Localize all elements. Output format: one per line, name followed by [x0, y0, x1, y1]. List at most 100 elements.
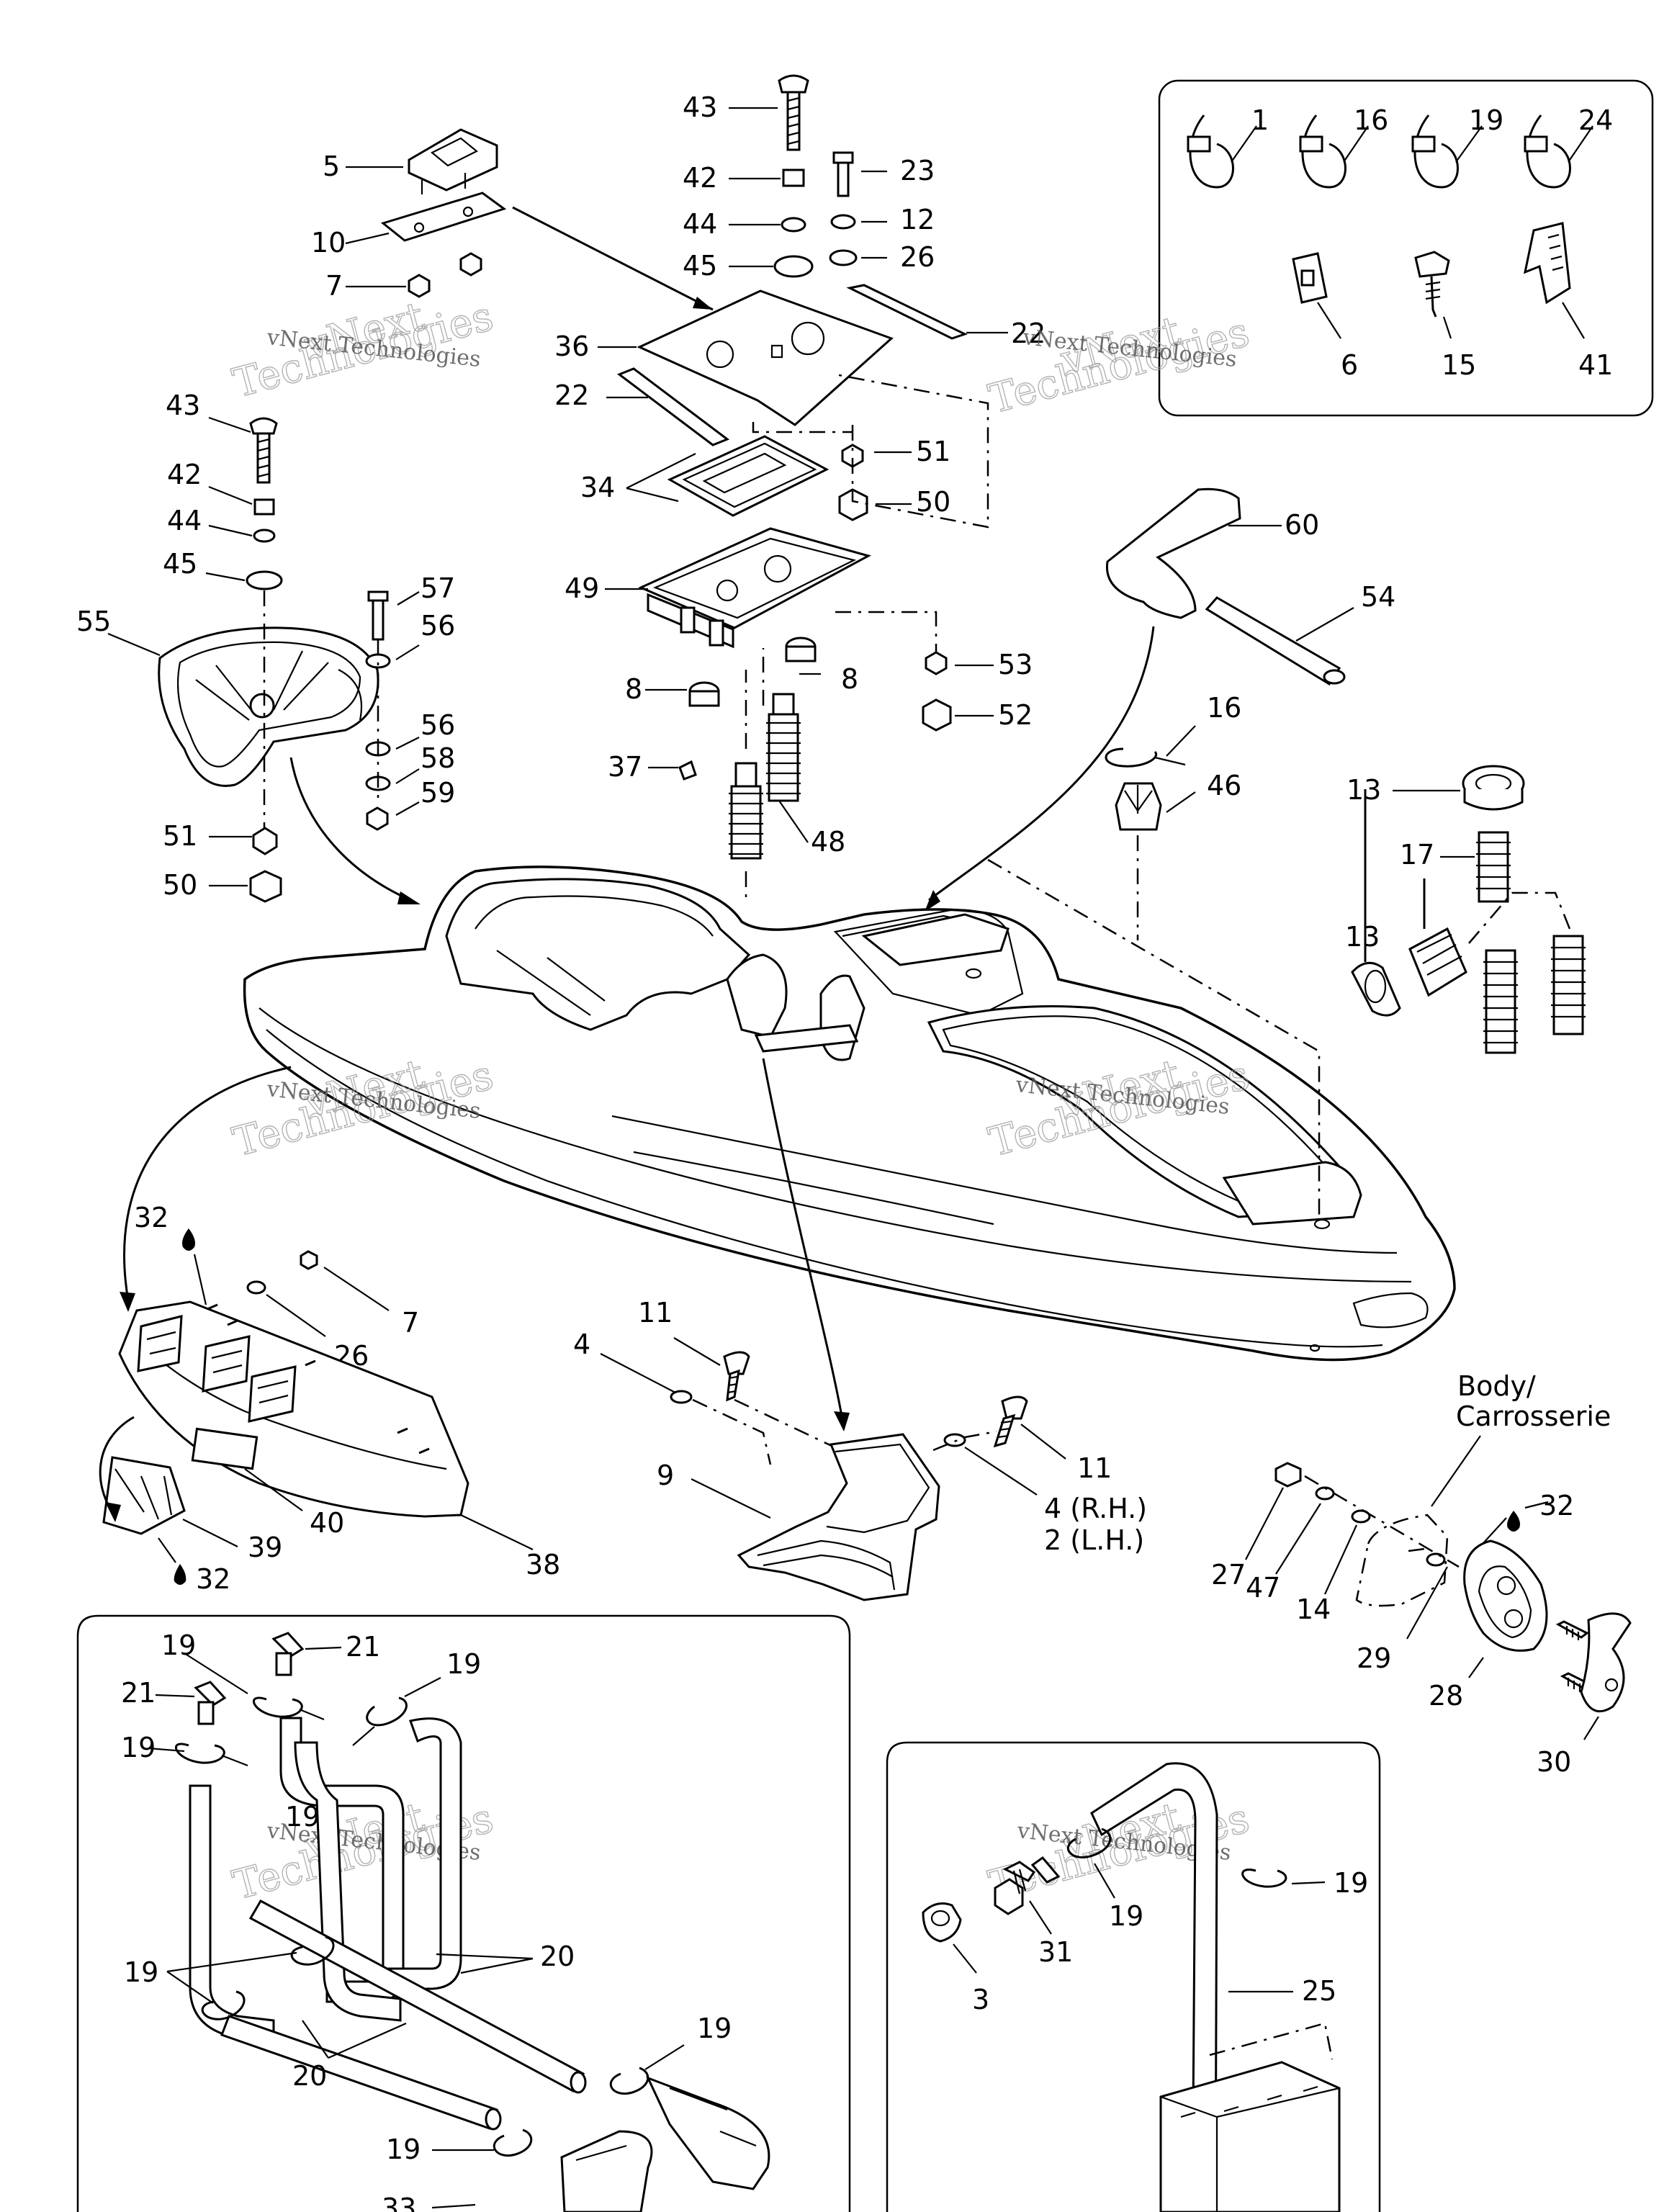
label-51b: 51 — [163, 820, 197, 852]
label-31: 31 — [1038, 1936, 1073, 1968]
grommets-and-bellows: 8 8 53 52 37 48 — [608, 611, 1033, 900]
label-49: 49 — [565, 572, 599, 604]
filler-fittings: 13 17 — [1346, 765, 1586, 1054]
label-43: 43 — [683, 91, 717, 123]
label-26: 26 — [900, 241, 935, 273]
label-32a: 32 — [134, 1202, 168, 1233]
label-19b: 19 — [161, 1629, 196, 1661]
label-19: 19 — [1469, 104, 1503, 136]
label-40: 40 — [310, 1507, 344, 1539]
label-41: 41 — [1578, 349, 1613, 381]
bellows — [729, 693, 809, 860]
label-13a: 13 — [1346, 774, 1381, 806]
screw-15 — [1414, 251, 1452, 339]
label-56b: 56 — [421, 709, 455, 741]
label-23: 23 — [900, 155, 935, 186]
label-50b: 50 — [163, 869, 197, 901]
label-5: 5 — [323, 150, 340, 182]
label-51: 51 — [916, 436, 950, 467]
label-28: 28 — [1429, 1680, 1463, 1712]
label-12: 12 — [900, 204, 935, 235]
clamp-1 — [1187, 114, 1257, 189]
grab-handle: 60 54 — [925, 487, 1395, 912]
label-42b: 42 — [167, 459, 202, 490]
label-34: 34 — [580, 472, 615, 503]
label-carrosserie: Carrosserie — [1456, 1401, 1611, 1432]
tow-hook-assembly: 5 10 7 — [311, 128, 714, 311]
clip-6 — [1292, 252, 1341, 339]
label-body: Body/ — [1457, 1370, 1536, 1402]
watercraft-hull — [243, 858, 1456, 1362]
label-57: 57 — [421, 572, 455, 604]
label-24: 24 — [1578, 104, 1613, 136]
label-7: 7 — [325, 270, 343, 302]
label-19i: 19 — [1109, 1900, 1143, 1932]
fuel-cap-assembly: Body/ Carrosserie 32 27 47 14 29 28 30 — [1211, 1370, 1632, 1778]
label-60: 60 — [1285, 509, 1319, 541]
hose-box: 21 21 19 19 19 19 19 20 20 — [76, 1614, 851, 2212]
label-53: 53 — [998, 649, 1033, 680]
label-15: 15 — [1442, 349, 1476, 381]
label-2lh: 2 (L.H.) — [1044, 1524, 1144, 1556]
label-54: 54 — [1361, 581, 1395, 613]
label-32b: 32 — [196, 1563, 230, 1595]
label-6: 6 — [1341, 349, 1358, 381]
label-52: 52 — [998, 699, 1033, 731]
label-19j: 19 — [1334, 1867, 1368, 1899]
clamp-19 — [1411, 114, 1483, 189]
label-16b: 16 — [1207, 692, 1241, 724]
label-43b: 43 — [166, 390, 200, 421]
label-45: 45 — [683, 250, 717, 282]
label-8a: 8 — [625, 673, 642, 705]
label-47: 47 — [1246, 1572, 1280, 1604]
label-32c: 32 — [1539, 1490, 1574, 1521]
label-22: 22 — [554, 379, 589, 411]
label-19c: 19 — [446, 1648, 481, 1680]
vent-assembly: 16 46 — [1105, 692, 1241, 940]
label-4a: 4 — [573, 1328, 590, 1360]
label-20b: 20 — [292, 2060, 327, 2092]
label-8b: 8 — [841, 663, 858, 695]
label-36: 36 — [554, 331, 589, 362]
label-21b: 21 — [121, 1677, 156, 1709]
label-13b: 13 — [1345, 921, 1380, 953]
label-50: 50 — [916, 486, 950, 518]
label-27: 27 — [1211, 1559, 1246, 1591]
label-16: 16 — [1354, 104, 1388, 136]
label-14: 14 — [1296, 1593, 1331, 1625]
holder-41 — [1523, 222, 1585, 339]
label-19h: 19 — [386, 2134, 421, 2165]
label-55: 55 — [76, 606, 111, 637]
label-20a: 20 — [540, 1941, 575, 1972]
label-21a: 21 — [346, 1631, 380, 1663]
label-19f: 19 — [124, 1956, 158, 1988]
top-fasteners: 43 42 44 45 23 12 26 — [683, 74, 935, 282]
label-11a: 11 — [638, 1297, 673, 1328]
label-25: 25 — [1302, 1975, 1336, 2007]
label-42: 42 — [683, 162, 717, 194]
label-19d: 19 — [121, 1732, 156, 1763]
label-48: 48 — [811, 826, 845, 858]
label-46: 46 — [1207, 770, 1241, 801]
label-33: 33 — [382, 2193, 416, 2212]
label-10: 10 — [311, 227, 346, 258]
label-39: 39 — [248, 1532, 282, 1563]
hook-assembly: 43 42 44 45 55 57 56 56 58 59 51 50 — [76, 390, 455, 904]
intake-grate: 11 4 9 11 4 (R.H.) 2 (L.H.) — [573, 1058, 1147, 1601]
hardware-box: 1 16 19 24 6 15 41 — [1158, 79, 1654, 417]
label-29: 29 — [1357, 1642, 1391, 1674]
label-3: 3 — [972, 1984, 989, 2015]
label-45b: 45 — [163, 548, 197, 580]
label-44b: 44 — [167, 505, 202, 536]
label-56a: 56 — [421, 610, 455, 642]
label-19e: 19 — [285, 1801, 320, 1833]
label-17: 17 — [1400, 839, 1434, 871]
center-plates: 36 22 22 34 49 51 50 — [554, 284, 1046, 649]
clamp-24 — [1524, 114, 1593, 189]
label-59: 59 — [421, 777, 455, 809]
label-22b: 22 — [1011, 318, 1046, 349]
label-44: 44 — [683, 208, 717, 240]
label-37: 37 — [608, 751, 642, 783]
side-assembly-left: 32 7 26 40 39 32 38 — [99, 1066, 560, 1595]
